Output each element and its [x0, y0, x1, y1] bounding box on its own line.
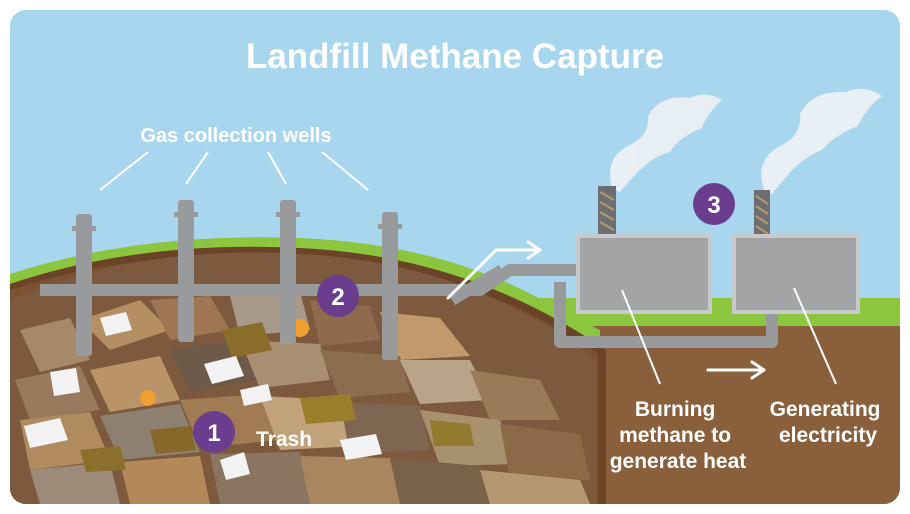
burning-label: Burning methane to generate heat — [610, 398, 747, 473]
burning-label-line-2: methane to — [619, 424, 731, 447]
electricity-label: Generating electricity — [770, 398, 887, 447]
power-plant — [576, 186, 860, 314]
gas-pipe-network — [40, 264, 778, 348]
step-badge-3: 3 — [693, 183, 735, 225]
wells-leader-lines — [99, 151, 369, 191]
well-2 — [178, 200, 194, 342]
flow-arrows — [446, 240, 766, 380]
arrow-to-plant — [446, 248, 540, 300]
generator-building — [732, 234, 860, 314]
step-badge-1: 1 — [193, 411, 235, 453]
wells-label: Gas collection wells — [140, 125, 331, 147]
well-3 — [280, 200, 296, 344]
gas-collection-wells — [72, 200, 402, 360]
page-title: Landfill Methane Capture — [246, 37, 664, 76]
well-1 — [76, 214, 92, 356]
electricity-label-line-1: Generating — [770, 398, 881, 421]
smoke — [610, 88, 882, 194]
burning-label-line-3: generate heat — [610, 450, 747, 473]
burning-label-line-1: Burning — [635, 398, 715, 421]
trash-label: Trash — [256, 428, 312, 451]
well-4 — [382, 212, 398, 360]
step-number-3: 3 — [707, 192, 720, 219]
electricity-label-line-2: electricity — [779, 424, 877, 447]
step-number-1: 1 — [207, 420, 220, 447]
burner-building — [576, 234, 712, 314]
step-number-2: 2 — [331, 284, 344, 311]
building-leader-lines — [621, 287, 837, 385]
step-badge-2: 2 — [317, 275, 359, 317]
